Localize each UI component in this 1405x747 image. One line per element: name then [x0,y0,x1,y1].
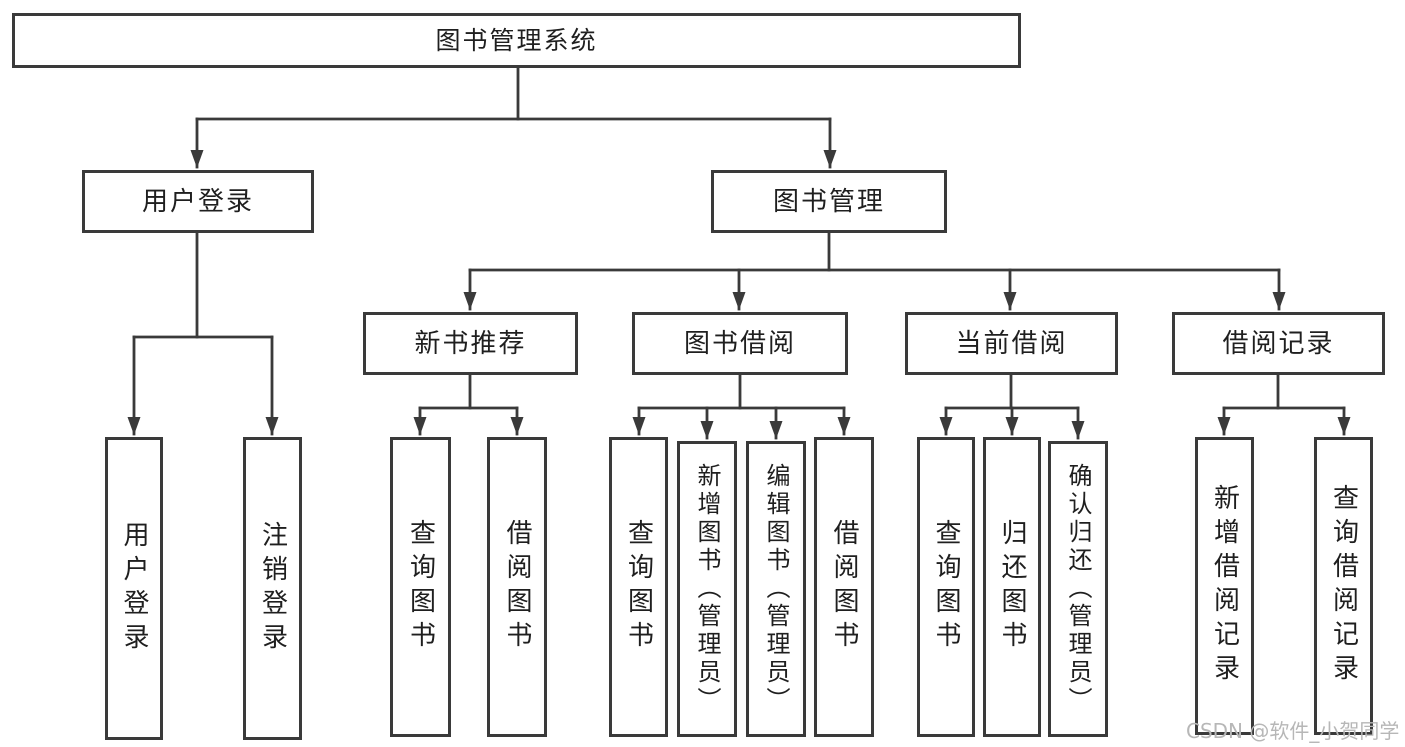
leaf-borrow-books-borrowing: 借阅图书 [814,437,874,737]
leaf-add-book-admin: 新增图书（管理员） [677,441,737,737]
leaf-query-borrow-record: 查询借阅记录 [1314,437,1373,735]
node-book-management-system: 图书管理系统 [12,13,1021,68]
leaf-borrow-books-recommend: 借阅图书 [487,437,547,737]
leaf-query-books-recommend: 查询图书 [390,437,451,737]
node-current-borrowing: 当前借阅 [905,312,1118,375]
node-new-book-recommendation: 新书推荐 [363,312,578,375]
leaf-user-login: 用户登录 [105,437,163,740]
leaf-edit-book-admin: 编辑图书（管理员） [746,441,806,737]
watermark: CSDN @软件_小贺同学 [1186,719,1400,743]
leaf-return-book: 归还图书 [983,437,1041,737]
leaf-logout: 注销登录 [243,437,302,740]
leaf-query-books-current: 查询图书 [917,437,975,737]
leaf-add-borrow-record: 新增借阅记录 [1195,437,1254,735]
node-book-borrowing: 图书借阅 [632,312,848,375]
node-borrowing-records: 借阅记录 [1172,312,1385,375]
leaf-query-books-borrowing: 查询图书 [609,437,668,737]
node-user-login: 用户登录 [82,170,314,233]
leaf-confirm-return-admin: 确认归还（管理员） [1048,441,1108,737]
node-book-management: 图书管理 [711,170,947,233]
